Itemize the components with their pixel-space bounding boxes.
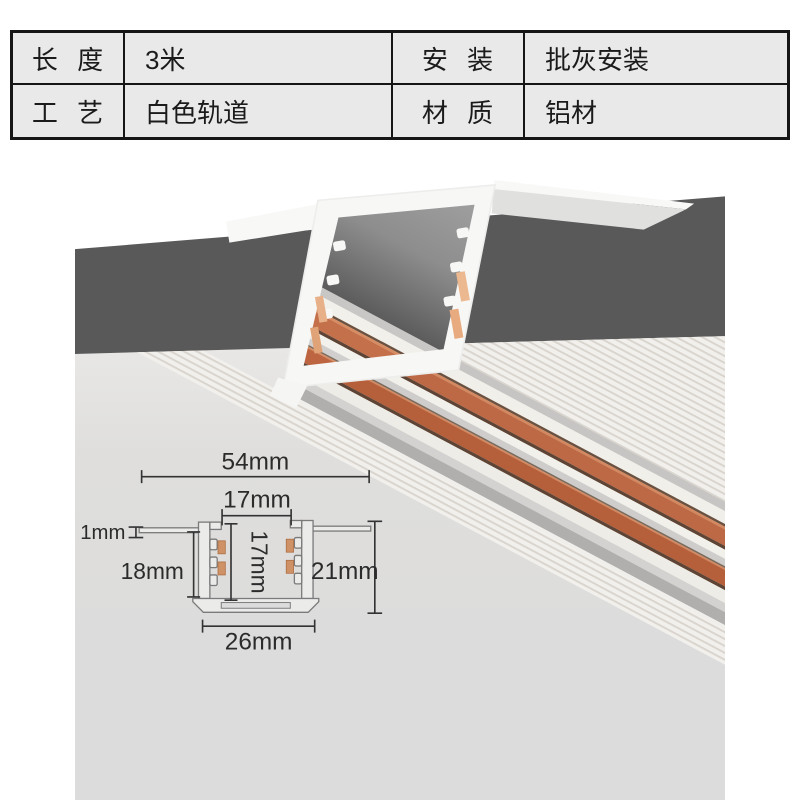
conductor (285, 559, 294, 574)
spec-value-material: 铝材 (545, 97, 598, 128)
spec-value-craft: 白色轨道 (125, 85, 393, 137)
left-flange-wing (226, 203, 322, 243)
comb-tooth (456, 227, 470, 239)
dim-line-1mm (128, 526, 144, 539)
dimension-diagram: 54mm 17mm 1mm 18mm 17mm 21mm 26mm (80, 448, 383, 656)
spec-label-craft: 工 艺 (13, 85, 125, 137)
contact-pad (314, 295, 328, 323)
dim-line-21mm (367, 520, 383, 614)
track-cut-face (226, 180, 695, 409)
left-hook (209, 521, 222, 531)
dim-17mm-vert-label: 17mm (246, 530, 272, 593)
conductor (217, 561, 226, 576)
dim-line-54mm (140, 470, 370, 484)
spec-label-material: 材 质 (393, 85, 525, 137)
comb-tooth (326, 274, 340, 286)
track-top-surface (491, 189, 686, 230)
tooth (209, 538, 218, 551)
dim-17mm-top-label: 17mm (223, 487, 291, 514)
right-flange (311, 525, 372, 532)
left-wall (197, 521, 211, 600)
dim-line-17mm-top (221, 509, 292, 526)
right-hook (289, 519, 303, 529)
dimension-lines (128, 470, 383, 633)
spec-label-install: 安 装 (393, 33, 525, 85)
track-top-edge (493, 180, 695, 210)
comb-tooth (443, 295, 457, 307)
tooth (293, 554, 303, 567)
tooth (293, 572, 303, 585)
dim-54mm-label: 54mm (222, 448, 290, 475)
dim-1mm-label: 1mm (80, 522, 125, 544)
track-stripes (97, 336, 725, 800)
face-foot (270, 377, 308, 409)
tooth (293, 536, 303, 549)
dim-18mm-label: 18mm (121, 558, 184, 584)
spec-table: 长 度 3米 安 装 批灰安装 工 艺 白色轨道 材 质 铝材 (10, 30, 790, 140)
tooth (209, 556, 218, 569)
spec-value-install: 批灰安装 (525, 33, 787, 85)
face-inner-frame (289, 192, 488, 378)
contact-pad (456, 271, 470, 302)
conductor (217, 540, 226, 555)
base-groove (220, 602, 291, 609)
dim-line-18mm (187, 531, 201, 598)
spec-value-length: 3米 (125, 33, 393, 85)
dim-line-26mm (201, 619, 316, 633)
conductor (285, 538, 294, 553)
spec-label-length: 长 度 (13, 33, 125, 85)
contact-pad (449, 308, 464, 339)
product-render: 54mm 17mm 1mm 18mm 17mm 21mm 26mm (75, 150, 725, 800)
comb-tooth (450, 261, 463, 273)
dim-26mm-label: 26mm (225, 629, 293, 656)
profile-cross-section (138, 519, 372, 613)
contact-pad (310, 326, 323, 354)
tooth (209, 574, 218, 587)
dim-line-17mm-vert (224, 522, 238, 601)
dim-21mm-label: 21mm (311, 558, 379, 585)
comb-tooth (333, 240, 346, 252)
